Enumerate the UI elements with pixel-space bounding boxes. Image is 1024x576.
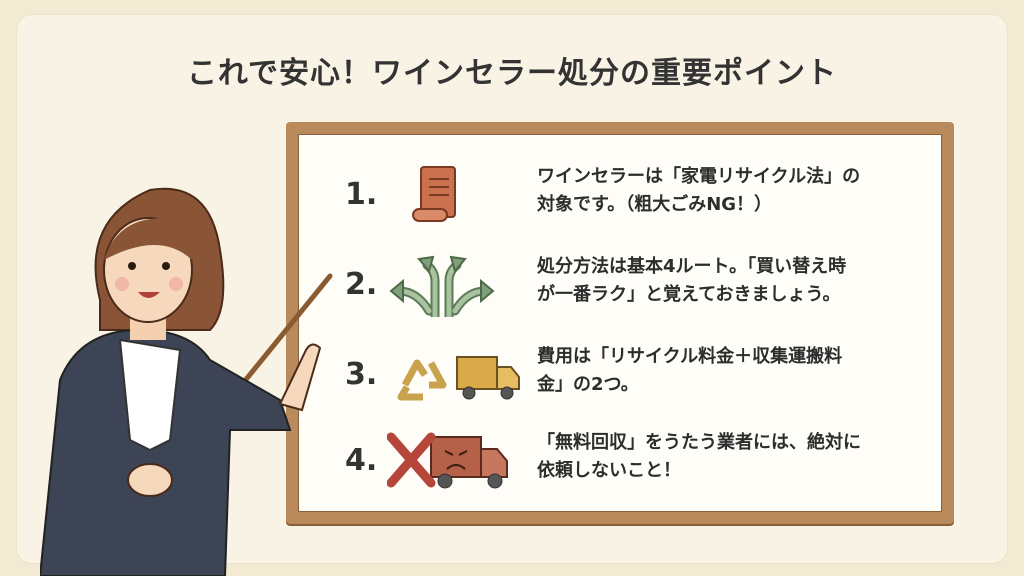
point-text-line: 金」の2つ。 <box>537 374 639 395</box>
point-text: 処分方法は基本4ルート。「買い替え時 が一番ラク」と覚えておきましょう。 <box>537 253 846 309</box>
point-text-line: が一番ラク」と覚えておきましょう。 <box>537 284 841 305</box>
truck-icon <box>456 356 520 400</box>
cross-icon <box>387 432 436 488</box>
page-title: これで安心！ワインセラー処分の重要ポイント <box>186 56 838 91</box>
point-text: ワインセラーは「家電リサイクル法」の 対象です。（粗大ごみNG！） <box>537 163 860 219</box>
whiteboard-surface: 1. ワインセラーは「家電リサイクル法」の 対象です。（粗大ごみNG！） 2. <box>298 134 942 512</box>
presenter-woman-illustration <box>40 187 333 576</box>
whiteboard: 1. ワインセラーは「家電リサイクル法」の 対象です。（粗大ごみNG！） 2. <box>286 122 954 524</box>
point-item-1: 1. ワインセラーは「家電リサイクル法」の 対象です。（粗大ごみNG！） <box>299 159 939 229</box>
point-number: 2. <box>345 267 378 302</box>
point-text-line: 費用は「リサイクル料金＋収集運搬料 <box>537 346 843 367</box>
point-text: 「無料回収」をうたう業者には、絶対に 依頼しないこと！ <box>537 429 861 485</box>
point-item-3: 3. 費用は「リサイクル料金＋収集運搬料 金」の2つ。 <box>299 339 939 409</box>
branching-arrows-icon <box>389 255 495 317</box>
point-number: 4. <box>345 443 378 478</box>
point-text-line: 処分方法は基本4ルート。「買い替え時 <box>537 256 847 277</box>
point-item-2: 2. 処分方法は基本4ルート。「買い替え時 が一番ラク」と覚えておきましょう。 <box>299 249 939 319</box>
point-text-line: 「無料回収」をうたう業者には、絶対に <box>537 432 861 453</box>
point-number: 3. <box>345 357 378 392</box>
point-item-4: 4. 「無料回収」をうたう業者には、絶対に 依頼しないこと！ <box>299 425 939 495</box>
point-text-line: ワインセラーは「家電リサイクル法」の <box>537 166 861 187</box>
point-number: 1. <box>345 177 378 212</box>
point-text: 費用は「リサイクル料金＋収集運搬料 金」の2つ。 <box>537 343 842 399</box>
point-text-line: 対象です。（粗大ごみNG！） <box>537 194 773 215</box>
cross-angry-truck-icon <box>387 432 508 489</box>
recycle-icon <box>397 359 447 401</box>
scroll-icon <box>412 166 456 222</box>
recycle-truck-icon <box>397 356 520 401</box>
truck-icon <box>430 436 508 489</box>
point-text-line: 依頼しないこと！ <box>537 460 681 481</box>
